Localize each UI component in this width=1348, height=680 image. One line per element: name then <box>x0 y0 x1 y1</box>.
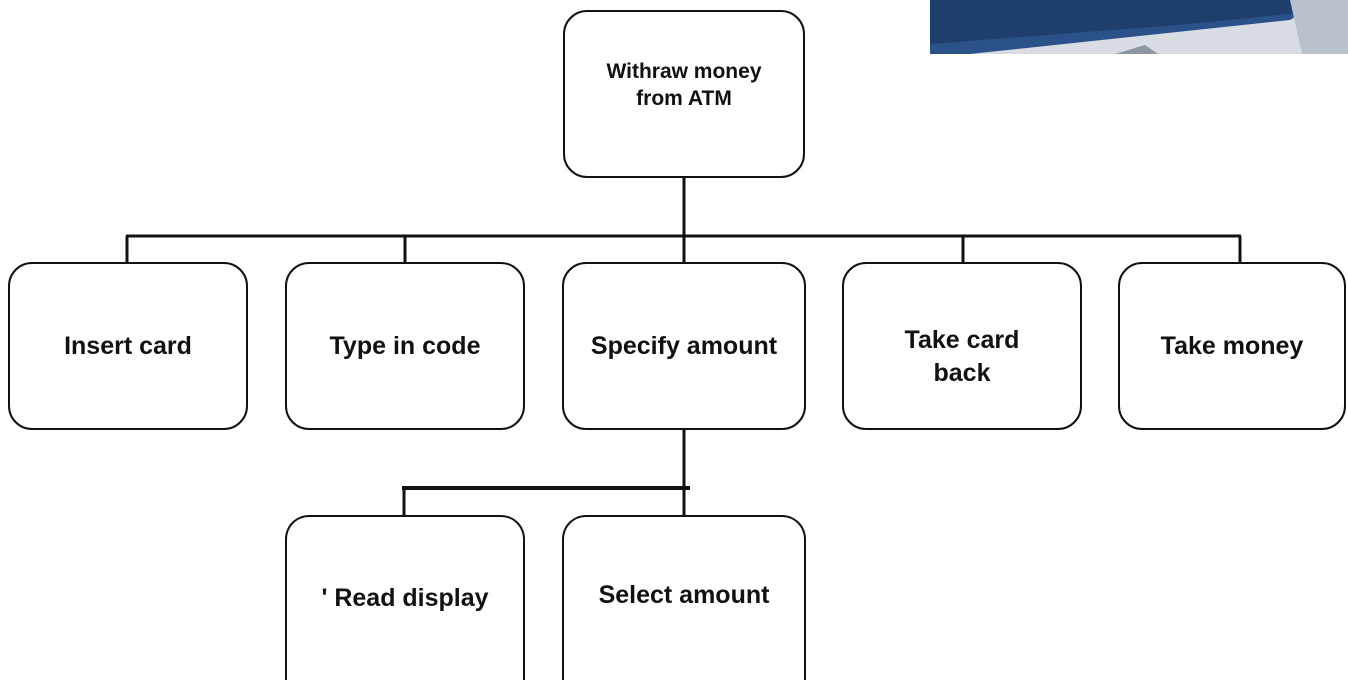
step-label-take-money: Take money <box>1160 331 1304 360</box>
step-node-take-money: Take money <box>1118 262 1346 430</box>
step-label-take-card-back: Take card back <box>904 326 1020 387</box>
root-task-label: Withraw money from ATM <box>606 60 762 111</box>
step-node-type-code: Type in code <box>285 262 525 430</box>
corner-photo-fragment <box>930 0 1348 54</box>
step-label-type-code: Type in code <box>329 331 481 360</box>
corner-photo-graphic <box>930 0 1348 54</box>
step-node-take-card-back: Take card back <box>842 262 1082 430</box>
root-task-node: Withraw money from ATM <box>563 10 805 178</box>
step-node-insert-card: Insert card <box>8 262 248 430</box>
step-node-specify-amount: Specify amount <box>562 262 806 430</box>
step-label-insert-card: Insert card <box>64 331 192 360</box>
substep-label-read-display: ' Read display <box>321 584 489 613</box>
substep-node-select-amount: Select amount <box>562 515 806 680</box>
substep-node-read-display: ' Read display <box>285 515 525 680</box>
step-label-specify-amount: Specify amount <box>590 331 778 360</box>
substep-label-select-amount: Select amount <box>598 581 770 609</box>
